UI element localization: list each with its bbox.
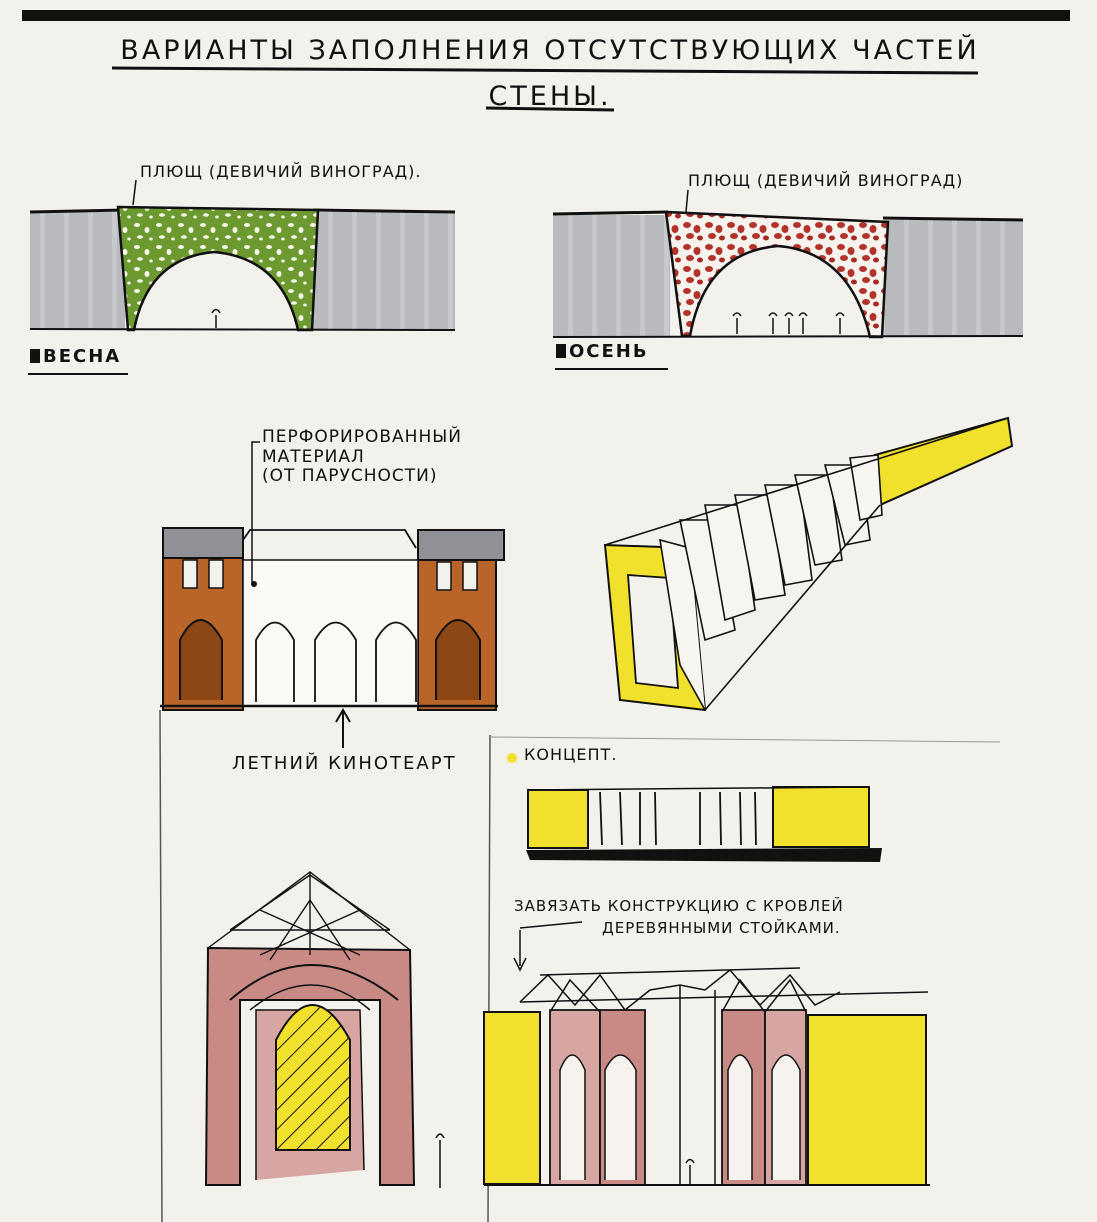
roof-note-line-1: Завязать конструкцию с кровлей — [514, 897, 844, 915]
perforated-material-annotation: перфорированный материал (от парусности) — [262, 427, 462, 487]
title-line-1: Варианты заполнения отсутствующих частей — [120, 35, 980, 66]
title-underline — [111, 66, 979, 75]
top-border — [22, 10, 1070, 21]
concept-dot — [507, 753, 517, 763]
concept-caption: концепт. — [524, 745, 618, 764]
concept-elevation-sketch — [526, 786, 882, 862]
autumn-wall-sketch — [552, 210, 1024, 370]
sheet-title: Варианты заполнения отсутствующих частей… — [120, 28, 980, 120]
summer-cinema-sketch — [160, 441, 505, 748]
spring-ivy-annotation: плющ (девичий виноград). — [140, 162, 422, 181]
arch-gateway-sketch — [204, 871, 445, 1188]
spring-wall-sketch — [28, 205, 456, 375]
title-line-2: стены. — [488, 80, 612, 112]
bullet-square-icon — [556, 344, 566, 358]
autumn-ivy-annotation: плющ (девичий виноград) — [688, 171, 964, 190]
summer-cinema-caption: Летний кинотеарт — [232, 753, 457, 774]
roof-note-line-2: деревянными стойками. — [602, 918, 841, 937]
perspective-frames-sketch — [603, 416, 1014, 712]
autumn-caption: Осень — [556, 341, 649, 363]
perforated-line-3: (от парусности) — [262, 466, 438, 487]
autumn-caption-text: Осень — [569, 341, 649, 362]
ivy-red-fill — [664, 210, 890, 339]
ivy-green-fill — [116, 205, 320, 332]
perforated-line-1: перфорированный — [262, 427, 462, 447]
roof-concept-sketch — [483, 921, 930, 1186]
title-underline-2 — [485, 106, 615, 112]
spring-caption-text: Весна — [43, 346, 122, 367]
roof-note: Завязать конструкцию с кровлей деревянны… — [514, 896, 844, 940]
spring-caption: Весна — [30, 346, 122, 368]
bullet-square-icon — [30, 349, 40, 363]
perforated-line-2: материал — [262, 446, 365, 467]
